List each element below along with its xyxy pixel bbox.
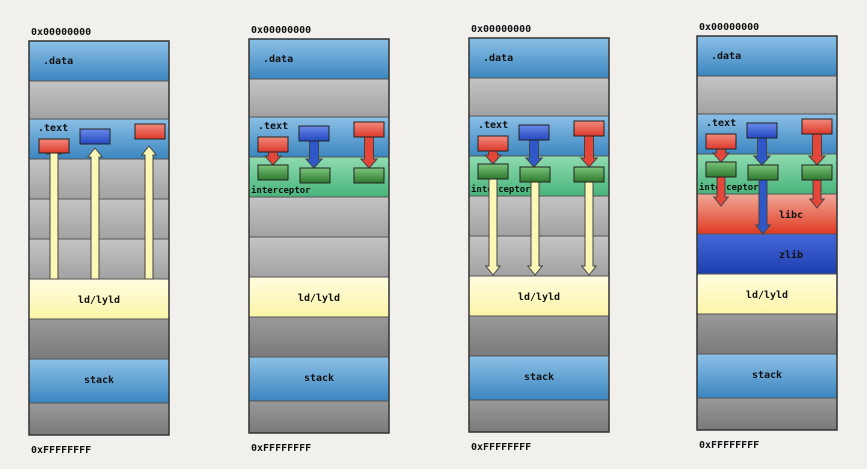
col3-app-box-2 [518,124,550,141]
col2-segment-loader [248,276,390,318]
col4-arrow-intercept-3 [807,132,827,166]
col3-arrow-intercept-3 [579,134,599,168]
col2-app-box-1 [257,136,289,153]
col4-segment-zlib [696,233,838,275]
col4-segment-stack [696,353,838,399]
col2-segment-gap3 [248,236,390,278]
col3-arrow-intercept-2 [524,138,544,168]
top-address-4: 0x00000000 [699,22,759,33]
col4-app-box-3 [801,118,833,135]
col3-frame [468,37,610,433]
col1-arrow-up-3 [140,145,158,280]
col4-arrow-libc-1 [712,175,730,207]
col3-label-text: .text [478,120,508,131]
top-address-2: 0x00000000 [251,25,311,36]
col2-segment-stack [248,356,390,402]
col2-segment-gap2 [248,196,390,238]
col3-arrow-loader-3 [580,180,598,276]
col4-arrow-zlib [754,178,772,235]
col3-interceptor-box-3 [573,166,605,183]
col2-label-loader: ld/lyld [298,293,340,304]
col3-segment-gap5 [468,399,610,433]
bottom-address-3: 0xFFFFFFFF [471,442,531,453]
col2-arrow-intercept-3 [359,135,379,169]
col4-label-data: .data [711,51,741,62]
col4-interceptor-box-2 [747,164,779,181]
col2-arrow-intercept-2 [304,139,324,169]
col2-app-box-3 [353,121,385,138]
col4-label-interceptor: interceptor [699,182,759,193]
col1-red-box-2 [134,123,166,140]
col4-label-stack: stack [752,370,782,381]
col4-segment-gap1 [696,75,838,115]
bottom-address-2: 0xFFFFFFFF [251,443,311,454]
col4-segment-gap5 [696,397,838,431]
col1-label-stack: stack [84,375,114,386]
col3-interceptor-box-2 [519,166,551,183]
col2-interceptor-box-1 [257,164,289,181]
col3-label-data: .data [483,53,513,64]
col2-label-text: .text [258,121,288,132]
col3-label-interceptor: interceptor [471,184,531,195]
col4-segment-gap4 [696,313,838,355]
col4-segment-loader [696,273,838,315]
col3-segment-gap4 [468,315,610,357]
col4-interceptor-box-3 [801,164,833,181]
col2-app-box-2 [298,125,330,142]
col1-segment-gap1 [28,80,170,120]
col4-app-box-1 [705,133,737,150]
col2-frame [248,38,390,434]
col3-interceptor-box-1 [477,163,509,180]
col1-label-loader: ld/lyld [78,295,120,306]
bottom-address-4: 0xFFFFFFFF [699,440,759,451]
col2-label-stack: stack [304,373,334,384]
col4-label-loader: ld/lyld [746,290,788,301]
col2-segment-gap4 [248,316,390,358]
col4-arrow-libc-2 [808,178,826,209]
col3-app-box-3 [573,120,605,137]
col2-label-interceptor: interceptor [251,185,311,196]
col4-arrow-intercept-2 [752,136,772,166]
col1-segment-data [28,40,170,82]
col3-app-box-1 [477,135,509,152]
col3-label-stack: stack [524,372,554,383]
col4-app-box-2 [746,122,778,139]
top-address-1: 0x00000000 [31,27,91,38]
col4-label-zlib: zlib [779,249,803,261]
col1-arrow-up-2 [86,147,104,280]
col1-label-text: .text [38,123,68,134]
col1-segment-gap6 [28,402,170,436]
col3-segment-gap1 [468,77,610,117]
col2-interceptor-box-3 [353,167,385,184]
col1-blue-box [79,128,111,145]
col1-label-data: .data [43,56,73,67]
col1-frame [28,40,170,436]
col3-arrow-loader-2 [526,180,544,276]
col3-label-loader: ld/lyld [518,292,560,303]
col3-segment-data [468,37,610,79]
col2-segment-gap5 [248,400,390,434]
col2-segment-gap1 [248,78,390,118]
col3-segment-loader [468,275,610,317]
col4-segment-data [696,35,838,77]
bottom-address-1: 0xFFFFFFFF [31,445,91,456]
top-address-3: 0x00000000 [471,24,531,35]
col4-label-libc: libc [779,209,803,221]
col3-arrow-loader-1 [484,177,502,276]
col1-segment-gap5 [28,318,170,360]
col2-label-data: .data [263,54,293,65]
col4-interceptor-box-1 [705,161,737,178]
col4-frame [696,35,838,431]
col4-label-text: .text [706,118,736,129]
col1-red-box-1 [38,138,70,154]
col2-interceptor-box-2 [299,167,331,184]
